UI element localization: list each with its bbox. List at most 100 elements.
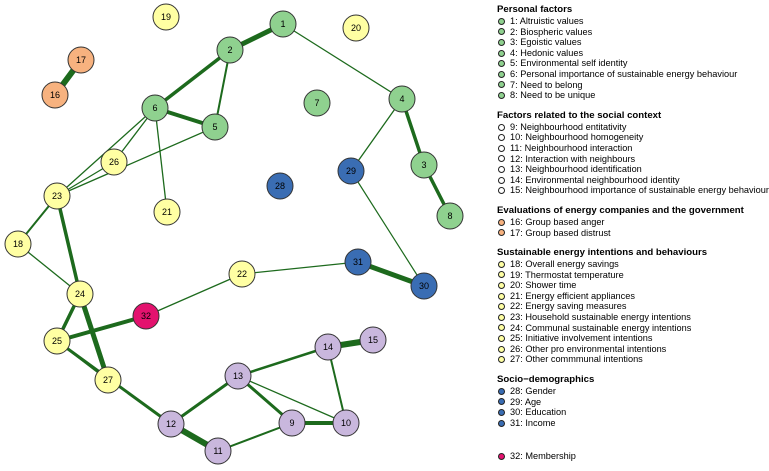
node-label-30: 30 [419,281,429,291]
legend-dot-icon [498,292,505,300]
node-circle-2 [216,36,244,64]
node-21: 21 [153,198,181,226]
node-circle-25 [43,327,71,355]
legend-dot-icon [498,398,505,406]
legend-item-label: 27: Other commmunal intentions [510,354,643,365]
node-circle-19 [152,3,180,31]
node-circle-4 [388,85,416,113]
legend-item-label: 12: Interaction with neighbours [510,153,636,164]
node-15: 15 [359,326,387,354]
legend-item: 7: Need to belong [497,80,765,91]
node-14: 14 [314,333,342,361]
legend-item-label: 3: Egoistic values [510,37,582,48]
legend-item-label: 28: Gender [510,386,556,397]
legend-item-label: 16: Group based anger [510,216,605,227]
legend-item: 30: Education [497,407,765,418]
legend-dot-icon [498,387,505,395]
legend-item: 3: Egoistic values [497,37,765,48]
edge-32-22 [145,273,243,317]
legend-item: 26: Other pro environmental intentions [497,344,765,355]
node-circle-28 [266,172,294,200]
legend-item-label: 7: Need to belong [510,79,583,90]
legend-dot-icon [498,123,505,131]
node-label-26: 26 [109,157,119,167]
node-label-23: 23 [52,191,62,201]
edge-2-6 [153,48,232,110]
legend-item: 27: Other commmunal intentions [497,354,765,365]
node-label-6: 6 [152,103,157,113]
node-label-2: 2 [227,45,232,55]
node-label-22: 22 [237,269,247,279]
legend-dot-icon [498,81,505,89]
edge-5-23 [56,126,216,197]
legend-dot-icon [498,282,505,290]
node-circle-9 [278,409,306,437]
node-circle-23 [43,182,71,210]
legend-dot-icon [498,187,505,195]
legend-item-label: 32: Membership [510,451,576,462]
edge-12-13 [169,374,240,426]
node-label-25: 25 [52,336,62,346]
node-22: 22 [228,260,256,288]
legend-item-label: 21: Energy efficient appliances [510,290,635,301]
legend-item: 1: Altruistic values [497,16,765,27]
legend-item: 28: Gender [497,386,765,397]
node-circle-24 [66,280,94,308]
legend-item: 5: Environmental self identity [497,58,765,69]
legend-item: 32: Membership [497,451,765,462]
legend-item-label: 6: Personal importance of sustainable en… [510,68,738,79]
node-26: 26 [100,148,128,176]
legend-item: 24: Communal sustainable energy intentio… [497,323,765,334]
legend-group-title: Personal factors [497,4,573,15]
node-label-1: 1 [280,19,285,29]
legend-item-label: 17: Group based distrust [510,227,611,238]
legend-item: 20: Shower time [497,280,765,291]
legend-item-label: 20: Shower time [510,280,577,291]
legend-item: 29: Age [497,397,765,408]
node-label-24: 24 [75,289,85,299]
node-label-11: 11 [213,446,222,456]
edge-25-32 [55,314,148,343]
legend-dot-icon [498,271,505,279]
legend-item-label: 8: Need to be unique [510,90,596,101]
node-circle-26 [100,148,128,176]
node-7: 7 [303,89,331,117]
node-label-5: 5 [212,122,217,132]
legend-dot-icon [498,229,505,237]
legend-item: 21: Energy efficient appliances [497,291,765,302]
legend-dot-icon [498,91,505,99]
legend-dot-icon [498,419,505,427]
legend-item-label: 2: Biospheric values [510,26,593,37]
node-circle-17 [67,46,95,74]
legend-dot-icon [498,324,505,332]
legend-item: 10: Neighbourhood homogeneity [497,132,765,143]
node-label-15: 15 [368,335,378,345]
node-label-19: 19 [161,12,171,22]
node-2: 2 [216,36,244,64]
legend-item: 12: Interaction with neighbours [497,154,765,165]
node-9: 9 [278,409,306,437]
legend-dot-icon [498,17,505,25]
edge-13-10 [237,375,347,424]
node-25: 25 [43,327,71,355]
legend-dot-icon [498,49,505,57]
node-circle-27 [94,366,122,394]
node-label-4: 4 [399,94,404,104]
node-16: 16 [41,81,69,109]
node-label-10: 10 [341,418,351,428]
legend-item: 14: Environmental neighbourhood identity [497,175,765,186]
node-11: 11 [204,437,232,465]
node-circle-21 [153,198,181,226]
node-circle-3 [410,151,438,179]
legend-group-title: Sustainable energy intentions and behavi… [497,247,708,259]
node-circle-1 [269,10,297,38]
legend-item: 18: Overall energy savings [497,259,765,270]
legend-dot-icon [498,38,505,46]
legend-item-label: 25: Initiative involvement intentions [510,333,653,344]
legend-dot-icon [498,409,505,417]
node-20: 20 [342,14,370,42]
node-19: 19 [152,3,180,31]
node-label-12: 12 [166,419,176,429]
legend-item: 2: Biospheric values [497,27,765,38]
